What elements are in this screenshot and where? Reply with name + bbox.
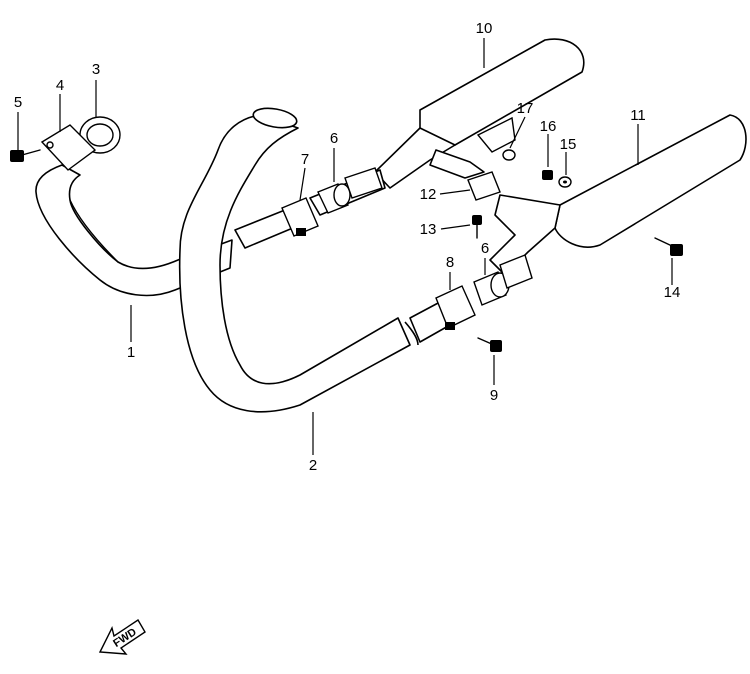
callout-14: 14 [664,284,681,301]
pipe-clamp-upper [281,197,319,237]
callout-8: 8 [446,254,454,271]
pipe-clamp-mid [467,171,501,201]
muffler-bolt-14 [654,237,683,256]
pipe-flange [40,124,97,171]
leader-lines [17,38,673,455]
callout-1: 1 [127,344,135,361]
callout-9: 9 [490,387,498,404]
callout-7: 7 [301,151,309,168]
pipe-clamp-lower [435,285,476,330]
callout-16: 16 [540,118,557,135]
callout-17: 17 [517,100,534,117]
exhaust-collar [79,116,121,154]
mid-pipe-lower [404,301,451,346]
connector-sleeve-lower [473,254,533,306]
flange-bolt [10,149,41,162]
fwd-arrow-icon: FWD [98,619,146,655]
washer-15 [558,176,572,188]
callout-3: 3 [92,61,100,78]
callout-13: 13 [420,221,437,238]
callout-11: 11 [630,107,646,124]
lower-muffler [489,114,747,276]
callout-4: 4 [56,77,64,94]
callout-6-upper: 6 [330,130,338,147]
connector-sleeve-upper [317,167,383,214]
callout-6-lower: 6 [481,240,489,257]
bolt-13 [472,215,482,239]
callout-2: 2 [309,457,317,474]
rear-exhaust-pipe [178,107,411,413]
callout-labels: 1 2 3 4 5 6 6 7 8 9 10 11 12 13 14 15 16… [14,20,681,474]
callout-10: 10 [476,20,493,37]
nut-16 [542,170,553,180]
upper-muffler [374,38,585,189]
callout-5: 5 [14,94,22,111]
callout-12: 12 [420,186,437,203]
callout-15: 15 [560,136,577,153]
washer-17 [502,149,516,161]
clamp-bolt-9 [477,337,502,352]
